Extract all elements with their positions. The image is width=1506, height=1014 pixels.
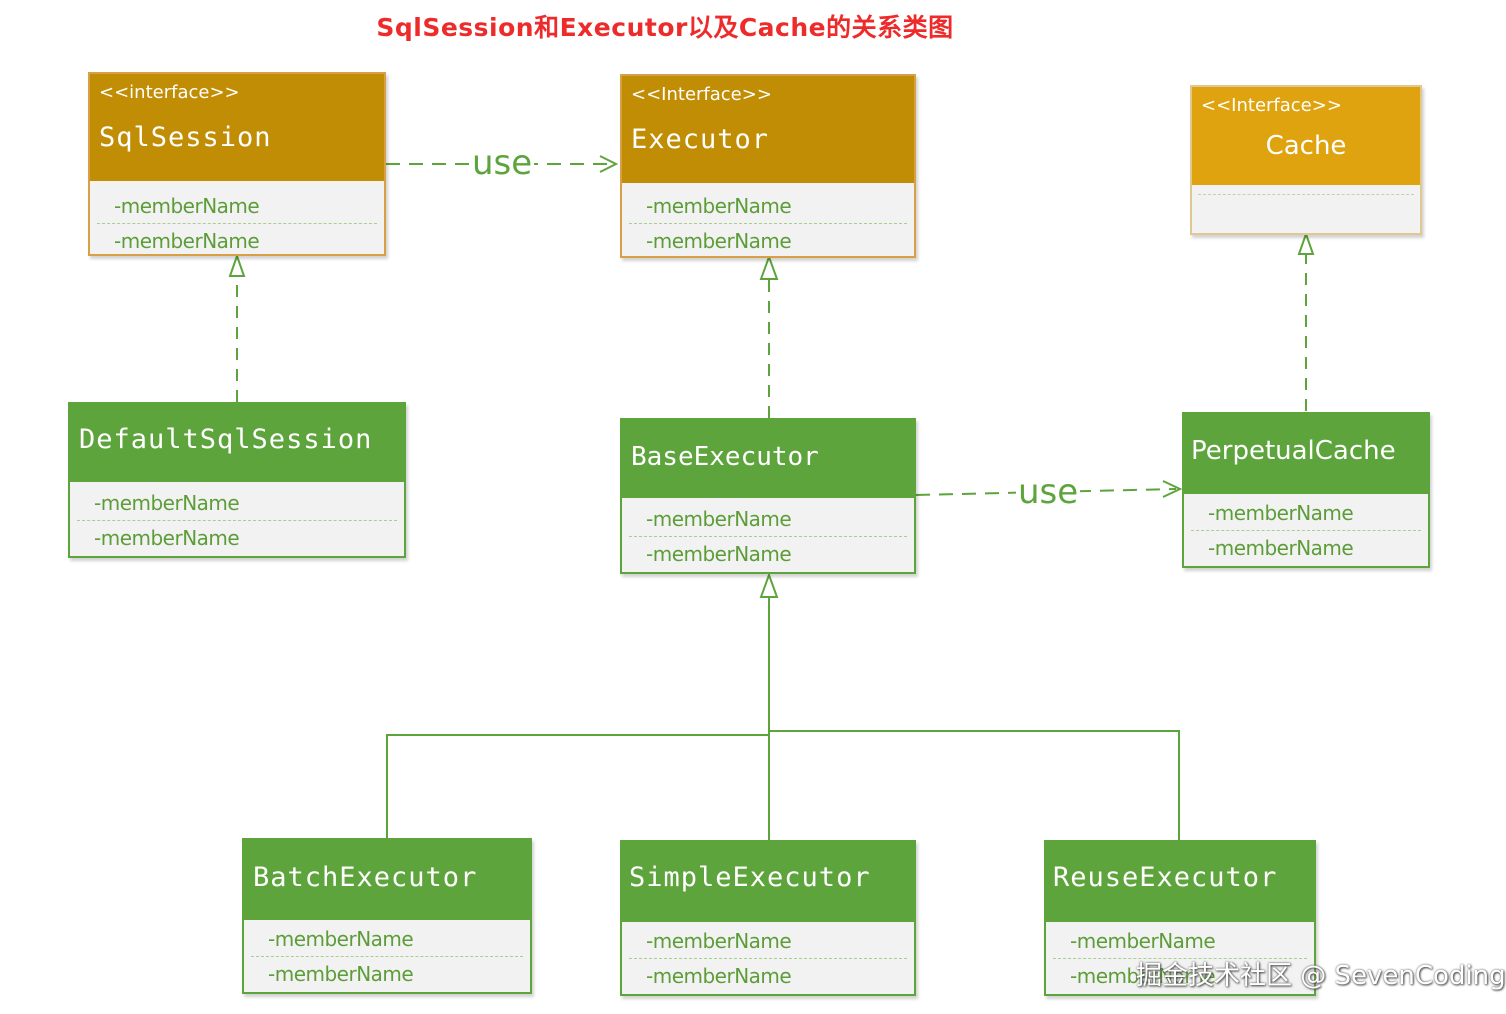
- member-field: -memberName: [97, 223, 377, 257]
- class-name: BaseExecutor: [631, 442, 819, 472]
- class-batchexecutor[interactable]: BatchExecutor -memberName -memberName: [242, 838, 532, 994]
- stereotype-label: <<Interface>>: [1201, 95, 1342, 116]
- member-list: -memberName -memberName: [1184, 494, 1428, 564]
- member-field: -memberName: [1208, 501, 1354, 525]
- hollow-arrowhead-cache: [1297, 230, 1315, 255]
- member-field: -memberName: [77, 520, 397, 554]
- inheritance-branch-reuseexecutor: [769, 730, 1180, 840]
- class-name: PerpetualCache: [1191, 436, 1396, 466]
- watermark-text: 掘金技术社区 @ SevenCoding: [1136, 961, 1506, 991]
- member-list: -memberName -memberName: [622, 183, 914, 257]
- empty-member-section: [1192, 185, 1420, 229]
- class-name: DefaultSqlSession: [79, 424, 373, 455]
- inheritance-branch-batchexecutor: [386, 734, 769, 838]
- use-label-sqlsession-executor: use: [470, 143, 535, 183]
- class-simpleexecutor[interactable]: SimpleExecutor -memberName -memberName: [620, 840, 916, 996]
- hollow-arrowhead-executor: [759, 254, 779, 280]
- member-field: -memberName: [629, 223, 907, 257]
- class-cache[interactable]: <<Interface>> Cache: [1190, 85, 1422, 235]
- class-header: PerpetualCache: [1184, 414, 1428, 494]
- member-list: -memberName -memberName: [70, 482, 404, 554]
- hollow-arrowhead-baseexecutor: [759, 572, 779, 598]
- class-header: <<Interface>> Cache: [1192, 87, 1420, 185]
- class-name: SimpleExecutor: [629, 862, 871, 893]
- class-defaultsqlsession[interactable]: DefaultSqlSession -memberName -memberNam…: [68, 402, 406, 558]
- member-list: -memberName -memberName: [90, 181, 384, 257]
- class-reuseexecutor[interactable]: ReuseExecutor -memberName -memberName: [1044, 840, 1316, 996]
- hollow-arrowhead-sqlsession: [228, 252, 246, 277]
- class-baseexecutor[interactable]: BaseExecutor -memberName -memberName: [620, 418, 916, 574]
- member-field: -memberName: [629, 958, 907, 992]
- member-list: -memberName -memberName: [244, 920, 530, 990]
- class-sqlsession[interactable]: <<interface>> SqlSession -memberName -me…: [88, 72, 386, 256]
- class-name: SqlSession: [99, 122, 272, 153]
- diagram-title: SqlSession和Executor以及Cache的关系类图: [376, 13, 954, 42]
- class-header: ReuseExecutor: [1046, 842, 1314, 922]
- stereotype-label: <<Interface>>: [631, 84, 772, 105]
- class-executor[interactable]: <<Interface>> Executor -memberName -memb…: [620, 74, 916, 258]
- class-name: Cache: [1265, 131, 1347, 161]
- member-field: -memberName: [1053, 958, 1307, 992]
- class-name: BatchExecutor: [253, 862, 478, 893]
- stereotype-label: <<interface>>: [99, 82, 240, 103]
- member-list: -memberName -memberName: [1046, 922, 1314, 992]
- class-name: Executor: [631, 124, 770, 155]
- member-field: -memberName: [646, 194, 792, 218]
- use-connector-baseexecutor-perpetualcache: [915, 488, 1177, 496]
- member-field: -memberName: [1191, 530, 1421, 564]
- use-label-baseexecutor-perpetualcache: use: [1016, 472, 1081, 512]
- member-field: -memberName: [114, 194, 260, 218]
- member-field: -memberName: [251, 956, 523, 990]
- class-header: DefaultSqlSession: [70, 404, 404, 482]
- class-header: SimpleExecutor: [622, 842, 914, 922]
- member-field: -memberName: [94, 491, 240, 515]
- member-list: -memberName -memberName: [622, 922, 914, 992]
- member-field: -memberName: [646, 929, 792, 953]
- open-arrowhead-perpetualcache: [1162, 480, 1183, 498]
- member-list: -memberName -memberName: [622, 498, 914, 570]
- open-arrowhead-executor: [599, 155, 619, 173]
- class-name: ReuseExecutor: [1053, 862, 1278, 893]
- class-perpetualcache[interactable]: PerpetualCache -memberName -memberName: [1182, 412, 1430, 568]
- class-header: <<interface>> SqlSession: [90, 74, 384, 181]
- class-header: <<Interface>> Executor: [622, 76, 914, 183]
- member-field: -memberName: [646, 507, 792, 531]
- member-field: -memberName: [268, 927, 414, 951]
- class-header: BaseExecutor: [622, 420, 914, 498]
- class-header: BatchExecutor: [244, 840, 530, 920]
- member-field: -memberName: [629, 536, 907, 570]
- member-field: -memberName: [1070, 929, 1216, 953]
